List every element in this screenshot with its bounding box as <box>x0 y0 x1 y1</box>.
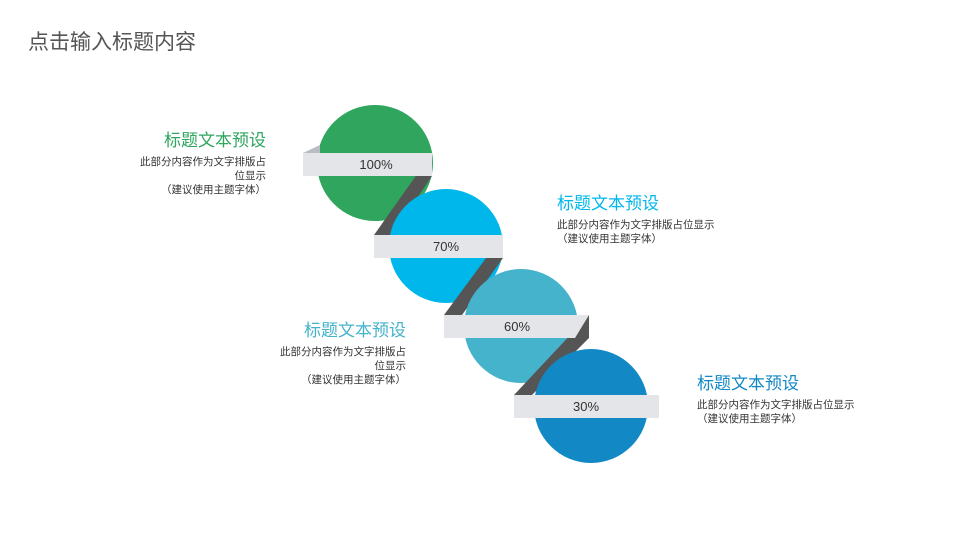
desc-line: 此部分内容作为文字排版占位显示 <box>697 399 855 411</box>
percent-2: 70% <box>433 239 459 254</box>
desc-line: （建议使用主题字体） <box>557 233 662 245</box>
band-1 <box>303 153 432 176</box>
text-block-3: 标题文本预设 此部分内容作为文字排版占 位显示 （建议使用主题字体） <box>236 319 406 387</box>
desc-line: 此部分内容作为文字排版占 <box>140 156 266 168</box>
desc-line: 此部分内容作为文字排版占位显示 <box>557 219 715 231</box>
percent-3: 60% <box>504 319 530 334</box>
percent-4: 30% <box>573 399 599 414</box>
desc-line: 此部分内容作为文字排版占 <box>280 346 406 358</box>
band-3 <box>444 315 575 338</box>
heading: 标题文本预设 <box>164 131 266 151</box>
heading: 标题文本预设 <box>304 321 406 341</box>
heading: 标题文本预设 <box>557 194 659 214</box>
desc-line: 位显示 <box>234 170 267 182</box>
text-block-4: 标题文本预设 此部分内容作为文字排版占位显示 （建议使用主题字体） <box>697 372 855 426</box>
heading: 标题文本预设 <box>697 374 799 394</box>
percent-1: 100% <box>359 157 393 172</box>
page-title: 点击输入标题内容 <box>28 30 196 54</box>
desc-line: （建议使用主题字体） <box>161 184 266 196</box>
band-1-fold <box>303 145 320 153</box>
desc-line: （建议使用主题字体） <box>697 413 802 425</box>
text-block-1: 标题文本预设 此部分内容作为文字排版占 位显示 （建议使用主题字体） <box>96 129 266 197</box>
band-2 <box>374 235 503 258</box>
band-4 <box>514 395 659 418</box>
desc-line: 位显示 <box>374 360 407 372</box>
desc-line: （建议使用主题字体） <box>301 374 406 386</box>
text-block-2: 标题文本预设 此部分内容作为文字排版占位显示 （建议使用主题字体） <box>557 192 715 246</box>
